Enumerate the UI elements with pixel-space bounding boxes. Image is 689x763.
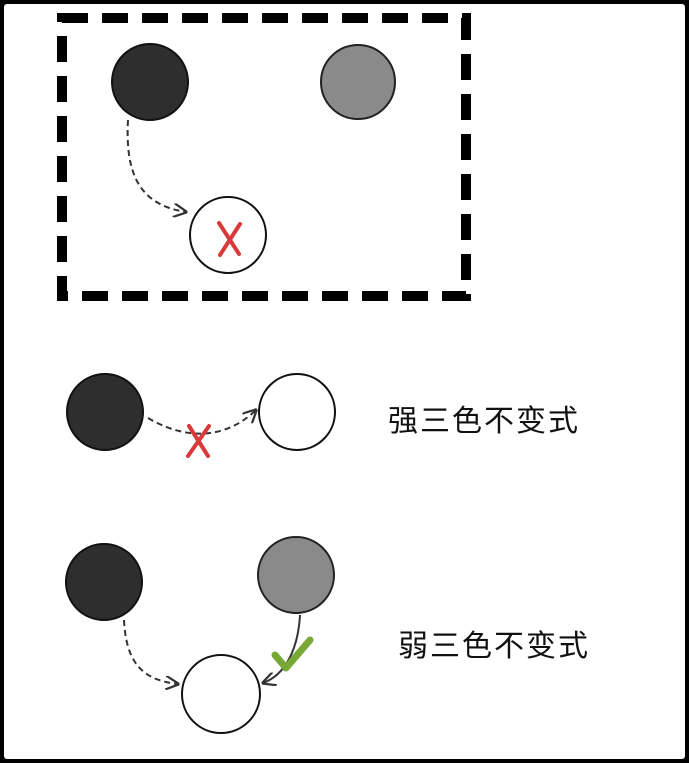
cross-icon: [217, 221, 242, 257]
weak-gray-to-white-reference: [263, 614, 301, 683]
black-to-white-reference: [126, 119, 186, 212]
tricolor-diagram: [57, 13, 471, 734]
weak-invariant-label: 弱三色不变式: [398, 629, 590, 664]
black-node: [111, 43, 189, 121]
diagram-canvas: 强三色不变式 弱三色不变式: [4, 4, 685, 759]
strong-black-to-white-reference: [147, 410, 256, 435]
weak-black-to-white-reference: [123, 619, 178, 684]
strong-invariant-label: 强三色不变式: [388, 404, 580, 439]
weak-black-node: [65, 543, 143, 621]
strong-white-node: [258, 373, 336, 451]
weak-white-node: [181, 654, 261, 734]
cross-icon: [186, 424, 211, 458]
top-panel-border: [57, 13, 471, 301]
strong-black-node: [66, 373, 144, 451]
checkmark-icon: [271, 636, 314, 672]
weak-gray-node: [257, 536, 335, 614]
gray-node: [320, 44, 396, 120]
